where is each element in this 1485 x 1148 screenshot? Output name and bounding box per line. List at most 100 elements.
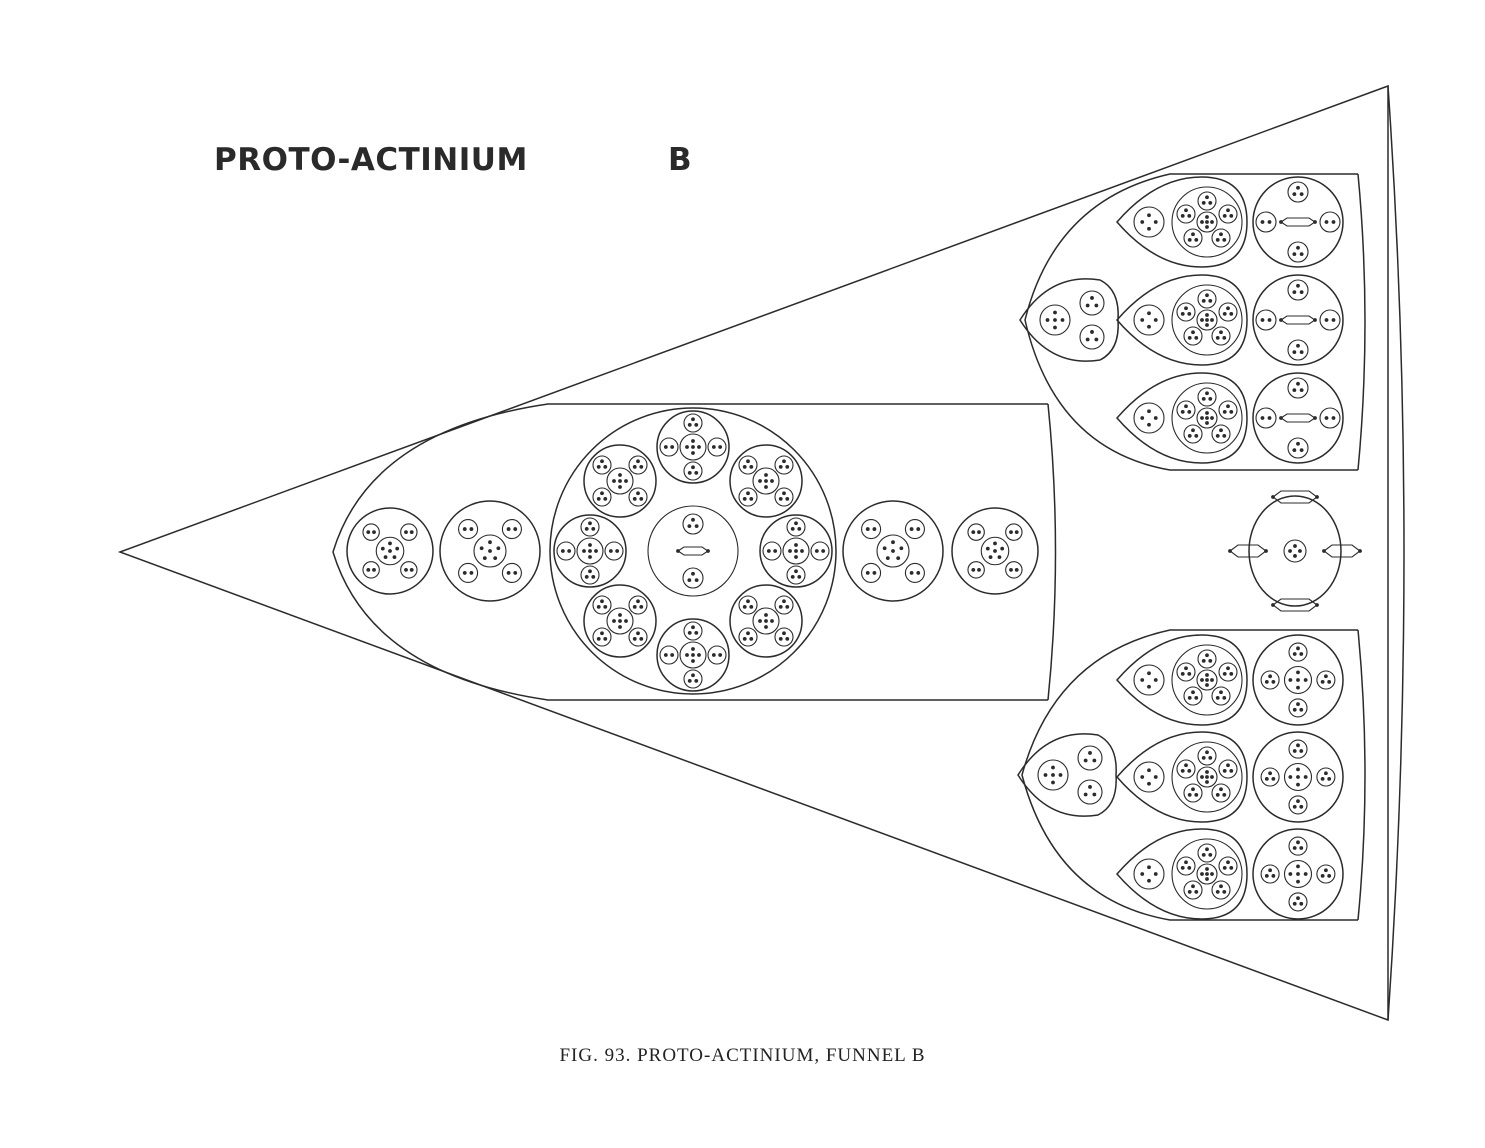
particle-dot: [596, 464, 601, 469]
small-cell: [1211, 783, 1231, 803]
particle-dot: [506, 527, 511, 531]
satellite-cell: [729, 584, 803, 658]
hex-rod: [1323, 544, 1361, 558]
small-cell: [1176, 662, 1196, 682]
particle-dot: [758, 479, 762, 483]
particle-dot: [694, 422, 699, 427]
particle-dot: [1085, 303, 1090, 308]
particle-dot: [782, 459, 786, 464]
hex-rod: [1272, 598, 1318, 612]
particle-dot: [1205, 293, 1209, 298]
small-cell: [362, 561, 380, 579]
small-cell: [1211, 424, 1231, 444]
particle-dot: [1292, 901, 1297, 906]
particle-dot: [1303, 678, 1308, 682]
teardrop-inner-ring: [1171, 838, 1243, 910]
particle-dot: [685, 445, 689, 449]
particle-dot: [711, 653, 716, 657]
small-cell: [1287, 241, 1309, 263]
particle-dot: [1205, 867, 1209, 871]
particle-dot: [1191, 232, 1195, 237]
particle-dot: [1292, 252, 1297, 256]
particle-dot: [782, 491, 786, 496]
particle-dot: [794, 569, 798, 574]
particle-dot: [469, 527, 474, 531]
particle-dot: [1279, 220, 1283, 224]
particle-dot: [1210, 678, 1214, 682]
small-cell: [810, 541, 830, 561]
particle-dot: [1268, 868, 1272, 873]
particle-dot: [1299, 192, 1304, 197]
particle-dot: [899, 546, 904, 551]
particle-dot: [1303, 775, 1308, 779]
particle-dot: [711, 445, 716, 449]
particle-dot: [742, 604, 747, 609]
small-cell: [1176, 204, 1196, 224]
small-cell: [628, 455, 648, 475]
small-cell: [1316, 767, 1336, 787]
small-cell: [592, 595, 612, 615]
particle-dot: [1222, 889, 1227, 894]
particle-dot: [1009, 567, 1013, 572]
particle-dot: [1140, 775, 1145, 779]
particle-dot: [1222, 409, 1227, 414]
particle-dot: [632, 496, 637, 501]
small-cell: [1005, 523, 1023, 541]
small-cell: [1218, 662, 1238, 682]
particle-dot: [1205, 750, 1209, 755]
particle-dot: [1226, 763, 1230, 768]
particle-dot: [1296, 872, 1300, 876]
particle-dot: [891, 549, 895, 553]
small-cell: [682, 567, 704, 589]
small-cell: [1176, 759, 1196, 779]
small-cell: [682, 513, 704, 535]
satellite-cell: [759, 514, 833, 588]
particle-dot: [1200, 775, 1204, 779]
particle-dot: [885, 556, 890, 561]
particle-dot: [1296, 646, 1300, 651]
particle-dot: [1296, 283, 1300, 288]
rod-body: [677, 546, 709, 556]
trio-group: [1017, 733, 1117, 817]
small-cell: [592, 487, 612, 507]
hex-rod: [1229, 544, 1267, 558]
particle-dot: [794, 549, 798, 553]
rosette-group: [439, 500, 541, 602]
particle-dot: [764, 485, 768, 489]
particle-dot: [1219, 787, 1223, 792]
figure-caption: FIG. 93. PROTO-ACTINIUM, FUNNEL B: [559, 1045, 926, 1066]
particle-dot: [388, 541, 392, 546]
particle-dot: [764, 613, 768, 617]
particle-dot: [1268, 674, 1272, 679]
particle-dot: [1324, 318, 1329, 322]
particle-dot: [1226, 306, 1230, 311]
particle-dot: [1299, 252, 1304, 256]
small-cell: [1133, 402, 1165, 434]
particle-dot: [1219, 232, 1223, 237]
particle-dot: [1292, 749, 1297, 753]
particle-dot: [1260, 416, 1265, 420]
particle-dot: [1205, 391, 1209, 396]
particle-dot: [603, 636, 608, 641]
particle-dot: [1201, 658, 1206, 663]
trio-group: [1019, 278, 1119, 362]
particle-dot: [1299, 350, 1304, 354]
small-cell: [1183, 228, 1203, 248]
teardrop-inner-ring: [1171, 741, 1243, 813]
small-cell: [1283, 539, 1307, 563]
particle-dot: [600, 599, 604, 604]
small-cell: [1255, 309, 1277, 331]
small-cell: [1288, 795, 1308, 815]
particle-dot: [1296, 782, 1300, 787]
particle-dot: [687, 422, 692, 427]
particle-dot: [790, 574, 795, 579]
particle-dot: [794, 555, 798, 559]
small-cell: [967, 523, 985, 541]
particle-dot: [636, 459, 640, 464]
particle-dot: [1222, 213, 1227, 218]
particle-dot: [1187, 889, 1192, 894]
small-cell: [1211, 880, 1231, 900]
small-cell: [1197, 746, 1217, 766]
particle-dot: [372, 530, 376, 535]
particle-dot: [1331, 416, 1336, 420]
